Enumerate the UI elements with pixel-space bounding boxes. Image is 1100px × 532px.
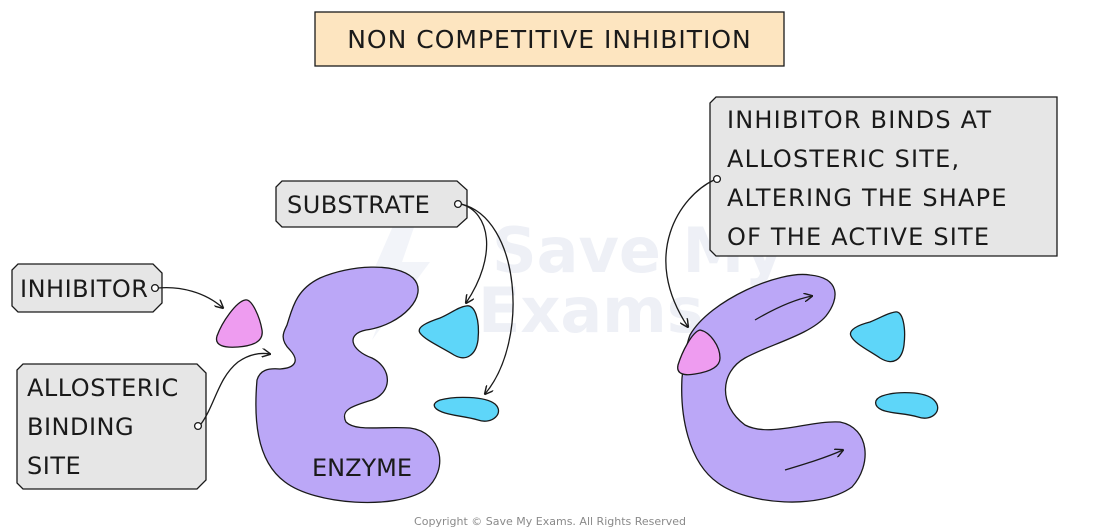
enzyme-shape-right [681, 273, 866, 503]
note-box: INHIBITOR BINDS AT ALLOSTERIC SITE, ALTE… [709, 96, 1058, 257]
substrate-shape-upper-right [849, 311, 906, 363]
substrate-shape-lower-left [433, 396, 500, 422]
enzyme-label: ENZYME [312, 454, 412, 482]
arrow-allosteric-site [200, 353, 270, 425]
arrow-shape-change-bottom [784, 450, 843, 471]
copyright-text: Copyright © Save My Exams. All Rights Re… [414, 515, 686, 528]
inhibitor-tag: INHIBITOR [11, 263, 163, 313]
note-line-4: OF THE ACTIVE SITE [727, 223, 990, 251]
inhibitor-shape-left [215, 299, 263, 348]
note-line-1: INHIBITOR BINDS AT [727, 106, 992, 134]
inhibitor-label: INHIBITOR [20, 275, 148, 303]
note-line-2: ALLOSTERIC SITE, [727, 145, 960, 173]
allosteric-label-line-1: ALLOSTERIC [27, 374, 179, 402]
arrow-shape-change-top [754, 296, 812, 321]
arrow-note-to-inhibitor [665, 179, 715, 327]
arrow-substrate-lower [460, 203, 514, 394]
substrate-shape-upper-left [418, 305, 480, 359]
note-line-3: ALTERING THE SHAPE [727, 184, 1008, 212]
substrate-tag: SUBSTRATE [275, 180, 468, 228]
allosteric-label-line-3: SITE [27, 452, 81, 480]
enzyme-shape-left [255, 266, 441, 504]
title-box: NON COMPETITIVE INHIBITION [314, 11, 785, 67]
diagram-title: NON COMPETITIVE INHIBITION [347, 25, 752, 54]
watermark-line-2: Exams [478, 274, 704, 347]
substrate-shape-lower-right [874, 392, 939, 419]
substrate-label: SUBSTRATE [287, 191, 430, 219]
arrow-substrate-upper [460, 203, 488, 303]
allosteric-label-line-2: BINDING [27, 413, 134, 441]
allosteric-site-tag: ALLOSTERIC BINDING SITE [16, 363, 207, 490]
arrow-inhibitor [157, 286, 223, 308]
inhibitor-shape-bound [677, 329, 721, 376]
